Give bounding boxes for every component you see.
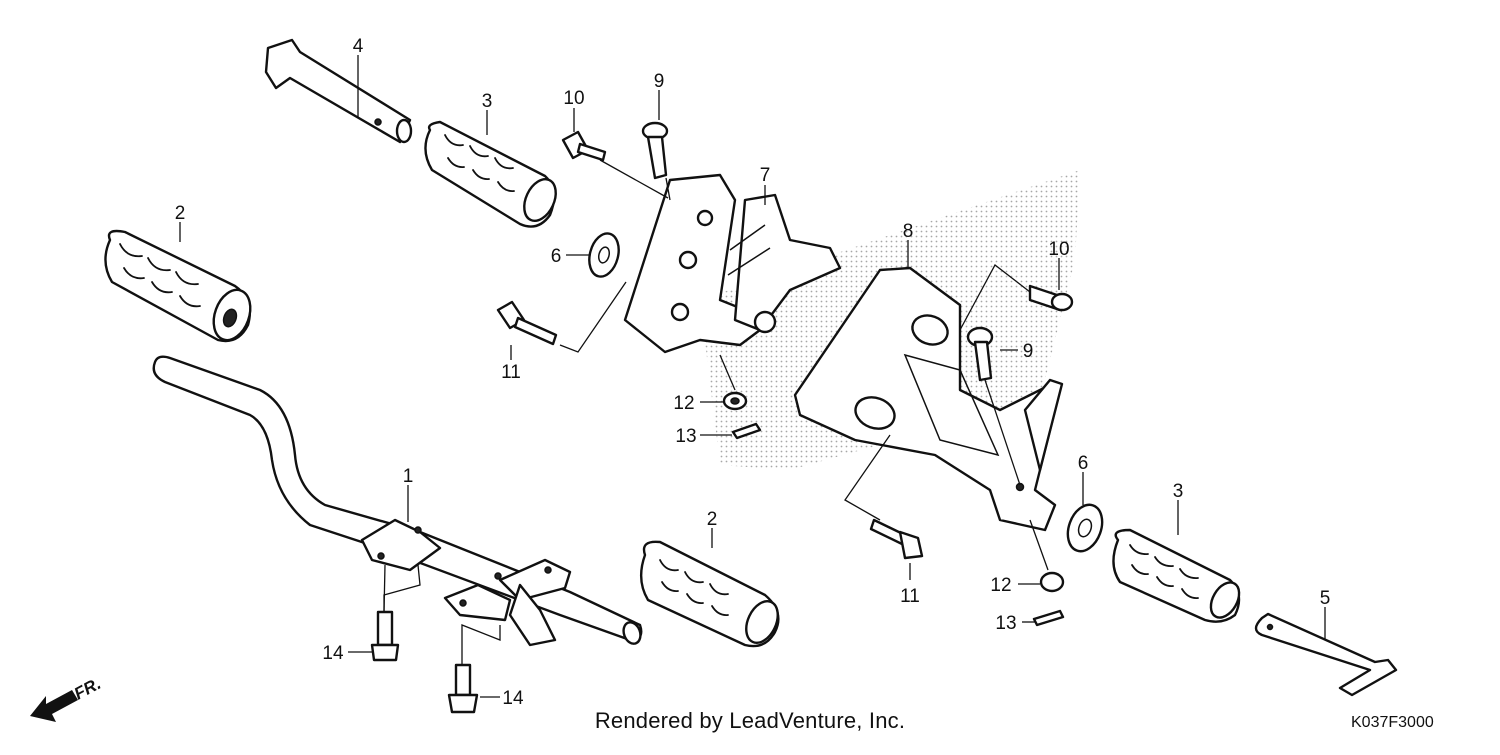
part-11-bolt-lower[interactable] xyxy=(869,518,924,560)
part-6-washer-upper[interactable] xyxy=(585,230,623,280)
part-10-bolt-lower[interactable] xyxy=(1028,284,1074,312)
part-9-pin-lower[interactable] xyxy=(966,326,994,382)
part-2-footpeg-rubber-left[interactable] xyxy=(104,229,256,345)
callout-2-upper: 2 xyxy=(175,203,186,224)
diagram-code: K037F3000 xyxy=(1351,714,1434,731)
part-12-nut-lower[interactable] xyxy=(1039,571,1065,593)
front-arrow-icon xyxy=(30,690,78,722)
callout-11-lower: 11 xyxy=(900,586,920,607)
part-3-footpeg-rubber-upper[interactable] xyxy=(424,120,562,228)
callout-6-upper: 6 xyxy=(551,246,562,267)
callout-7: 7 xyxy=(760,165,771,186)
callout-8: 8 xyxy=(903,221,914,242)
callout-14-left: 14 xyxy=(322,643,344,664)
callout-2-lower: 2 xyxy=(707,509,718,530)
part-2-footpeg-rubber-lower[interactable] xyxy=(640,540,784,648)
callout-6-lower: 6 xyxy=(1078,453,1089,474)
callout-12-lower: 12 xyxy=(990,575,1011,596)
part-4-pivot-pin[interactable] xyxy=(264,38,413,144)
leader-lines xyxy=(179,55,1326,698)
callout-13-lower: 13 xyxy=(995,613,1016,634)
part-1-main-step-bar[interactable] xyxy=(152,355,644,647)
render-credit: Rendered by LeadVenture, Inc. xyxy=(594,708,906,733)
part-10-bolt-upper[interactable] xyxy=(561,130,607,162)
callout-14-right: 14 xyxy=(502,688,524,709)
callout-1: 1 xyxy=(403,466,414,487)
part-14-bolt-right[interactable] xyxy=(447,663,479,714)
part-8-step-holder-bracket[interactable] xyxy=(793,266,1064,532)
callout-13-upper: 13 xyxy=(675,426,696,447)
callout-4: 4 xyxy=(353,36,364,57)
callout-9-lower: 9 xyxy=(1023,341,1034,362)
callout-11-upper: 11 xyxy=(501,362,521,383)
callout-10-upper: 10 xyxy=(563,88,584,109)
part-13-cotter-pin-lower[interactable] xyxy=(1032,609,1065,627)
part-14-bolt-left[interactable] xyxy=(370,610,400,662)
callout-3-upper: 3 xyxy=(482,91,493,112)
callout-labels: 4 3 2 10 9 7 6 11 12 13 1 2 8 10 9 6 3 5… xyxy=(175,36,1331,709)
callout-10-lower: 10 xyxy=(1048,239,1069,260)
part-7-step-holder-bracket[interactable] xyxy=(623,173,842,354)
part-9-pin-upper[interactable] xyxy=(641,121,669,180)
callout-9-upper: 9 xyxy=(654,71,665,92)
part-3-footpeg-rubber-lower[interactable] xyxy=(1112,528,1244,623)
part-5-pivot-pin[interactable] xyxy=(1254,612,1398,697)
part-11-bolt-upper[interactable] xyxy=(496,300,558,346)
part-13-cotter-pin-upper[interactable] xyxy=(731,422,762,440)
callout-12-upper: 12 xyxy=(673,393,694,414)
part-12-nut-upper[interactable] xyxy=(722,391,748,411)
callout-3-lower: 3 xyxy=(1173,481,1184,502)
part-6-washer-lower[interactable] xyxy=(1062,500,1108,556)
callout-5: 5 xyxy=(1320,588,1331,609)
